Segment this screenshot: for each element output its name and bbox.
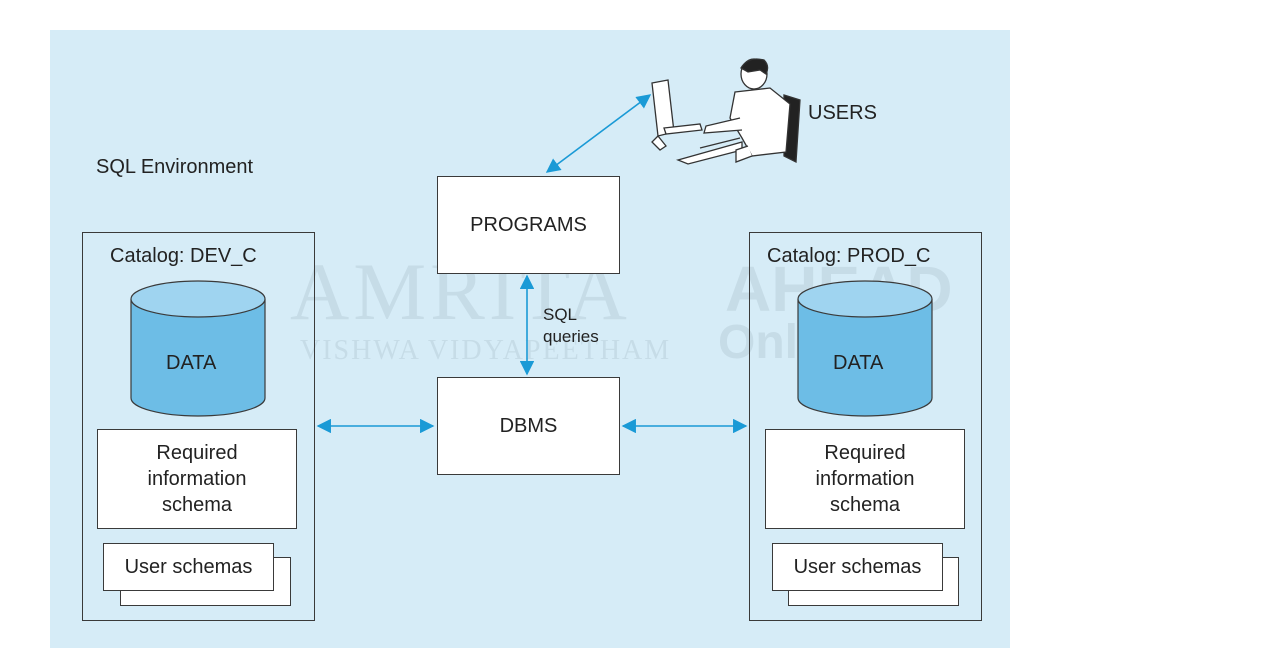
user-figure-icon xyxy=(651,58,801,165)
programs-box: PROGRAMS xyxy=(437,176,620,274)
users-label: USERS xyxy=(808,102,877,124)
info-schema-box-right: Required information schema xyxy=(765,429,965,529)
data-label-right: DATA xyxy=(833,352,884,374)
sql-queries-label: SQL queries xyxy=(543,304,599,348)
user-schemas-left-label: User schemas xyxy=(124,555,253,578)
catalog-left-title: Catalog: DEV_C xyxy=(110,245,257,267)
catalog-right-title: Catalog: PROD_C xyxy=(767,245,931,267)
user-schemas-box-left: User schemas xyxy=(103,543,274,591)
info-schema-left-line2: information xyxy=(147,468,247,490)
dbms-box: DBMS xyxy=(437,377,620,475)
data-cylinder-left xyxy=(130,280,266,417)
sql-queries-line1: SQL xyxy=(543,305,578,324)
catalog-left-frame xyxy=(82,232,315,621)
dbms-label: DBMS xyxy=(499,414,558,437)
user-schemas-box-right: User schemas xyxy=(772,543,943,591)
user-schemas-right-label: User schemas xyxy=(793,555,922,578)
environment-label: SQL Environment xyxy=(96,156,254,178)
data-label-left: DATA xyxy=(166,352,217,374)
info-schema-right-line1: Required xyxy=(824,442,906,464)
info-schema-left-line3: schema xyxy=(161,494,233,516)
catalog-right-frame xyxy=(749,232,982,621)
info-schema-right-line3: schema xyxy=(829,494,901,516)
info-schema-box-left: Required information schema xyxy=(97,429,297,529)
sql-queries-line2: queries xyxy=(543,327,599,346)
info-schema-left-line1: Required xyxy=(156,442,238,464)
data-cylinder-right xyxy=(797,280,933,417)
info-schema-right-line2: information xyxy=(815,468,915,490)
arrow-users-programs xyxy=(545,94,652,173)
programs-label: PROGRAMS xyxy=(470,213,587,236)
